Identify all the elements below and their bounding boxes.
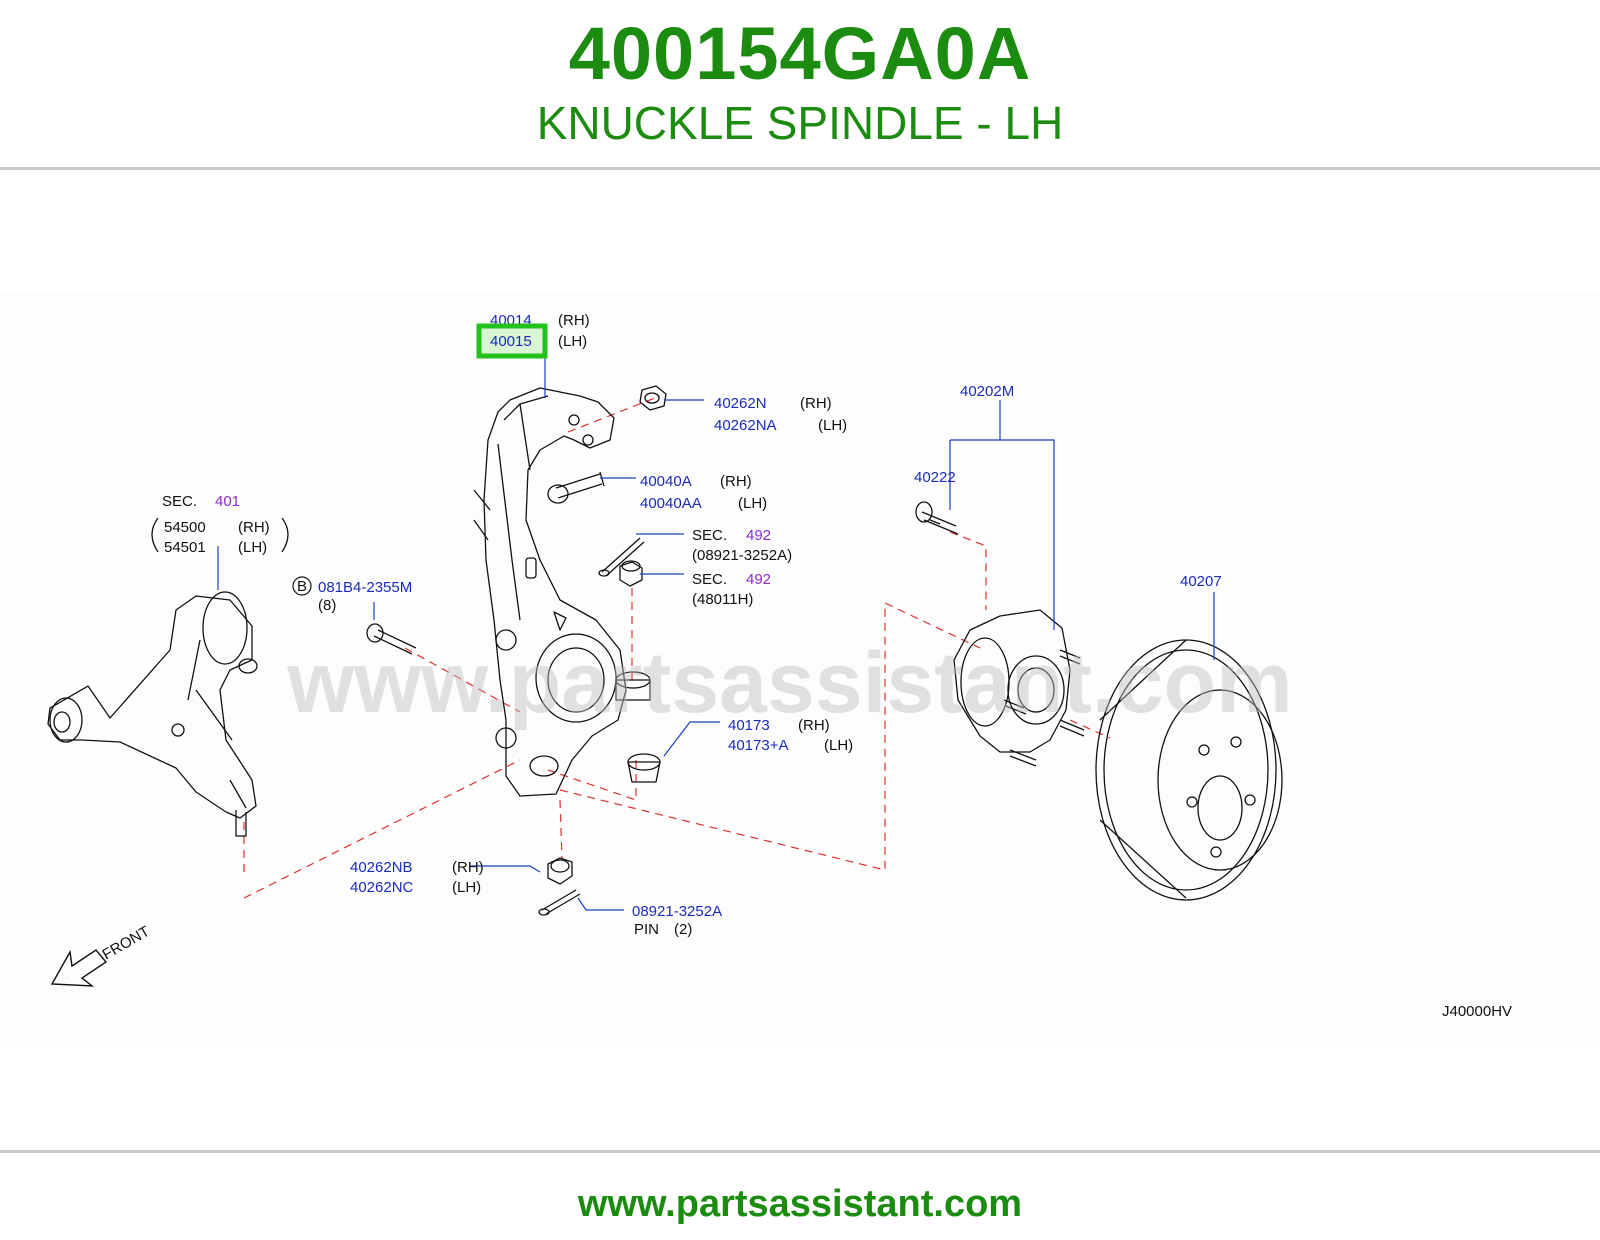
part-number-081b4-2355m: 081B4-2355M <box>318 579 412 596</box>
knuckle-boss[interactable] <box>615 671 651 701</box>
lower-control-arm[interactable] <box>47 591 258 837</box>
part-number-40040aa: 40040AA <box>640 495 702 512</box>
side-lh: (LH) <box>818 417 847 434</box>
exploded-diagram: 40014 (RH) 40015 (LH) 40262N (RH) 40262N… <box>47 312 1512 1020</box>
part-number-40202m: 40202M <box>960 383 1014 400</box>
left-paren <box>151 517 159 553</box>
part-number-40173: 40173 <box>728 717 770 734</box>
diagram-panel: 40014 (RH) 40015 (LH) 40262N (RH) 40262N… <box>0 292 1600 1042</box>
side-rh: (RH) <box>238 519 270 536</box>
part-number-40040a: 40040A <box>640 473 692 490</box>
part-number-40262nb: 40262NB <box>350 859 413 876</box>
header-divider <box>0 167 1600 170</box>
callout-hub[interactable]: 40202M <box>960 383 1014 400</box>
side-rh: (RH) <box>558 312 590 329</box>
callout-sec-492-nut[interactable]: SEC. 492 (48011H) <box>692 571 771 608</box>
castle-nut-upper[interactable] <box>619 560 643 587</box>
dust-cap[interactable] <box>627 753 661 783</box>
part-number-40015-highlighted: 40015 <box>490 333 532 350</box>
footer-divider <box>0 1150 1600 1153</box>
hub-bearing-assembly[interactable] <box>953 609 1085 767</box>
hub-stud[interactable] <box>915 501 959 535</box>
part-name-subtitle: KNUCKLE SPINDLE - LH <box>536 97 1064 149</box>
b-circle-icon <box>292 576 312 596</box>
sec-reference: (08921-3252A) <box>692 547 792 564</box>
sec-number: 401 <box>215 493 240 510</box>
side-lh: (LH) <box>238 539 267 556</box>
callout-cap[interactable]: 40173 (RH) 40173+A (LH) <box>728 717 853 754</box>
callout-bolt[interactable]: 40040A (RH) 40040AA (LH) <box>640 473 767 512</box>
side-rh: (RH) <box>800 395 832 412</box>
b-circle-letter: B <box>297 578 307 595</box>
side-rh: (RH) <box>452 859 484 876</box>
callout-arm-bolt[interactable]: B 081B4-2355M (8) <box>292 576 412 614</box>
side-lh: (LH) <box>824 737 853 754</box>
right-paren <box>281 517 289 553</box>
part-number-40173a: 40173+A <box>728 737 788 754</box>
upper-nut[interactable] <box>639 385 667 411</box>
sec-label: SEC. <box>692 527 727 544</box>
callout-pin[interactable]: 08921-3252A PIN (2) <box>632 903 722 938</box>
callout-sec-492-pin[interactable]: SEC. 492 (08921-3252A) <box>692 527 792 564</box>
highlight-box <box>476 323 548 359</box>
part-number-08921-3252a: 08921-3252A <box>632 903 722 920</box>
arm-bolt[interactable] <box>366 623 417 655</box>
side-lh: (LH) <box>452 879 481 896</box>
part-number-40207: 40207 <box>1180 573 1222 590</box>
footer-website-link[interactable]: www.partsassistant.com <box>577 1183 1023 1225</box>
pin-label: PIN <box>634 921 659 938</box>
side-rh: (RH) <box>798 717 830 734</box>
callout-rotor[interactable]: 40207 <box>1180 573 1222 590</box>
sec-label: SEC. <box>162 493 197 510</box>
side-lh: (LH) <box>558 333 587 350</box>
part-number-40262n: 40262N <box>714 395 767 412</box>
knuckle-bolt[interactable] <box>547 471 605 504</box>
part-number-40222: 40222 <box>914 469 956 486</box>
callout-stud[interactable]: 40222 <box>914 469 956 486</box>
callout-knuckle[interactable]: 40014 (RH) 40015 (LH) <box>476 312 590 359</box>
quantity: (8) <box>318 597 336 614</box>
part-number-title: 400154GA0A <box>568 12 1032 95</box>
steering-knuckle[interactable] <box>473 387 627 797</box>
brake-rotor[interactable] <box>1095 639 1283 901</box>
quantity: (2) <box>674 921 692 938</box>
sec-reference: (48011H) <box>692 591 753 608</box>
sec-number: 492 <box>746 571 771 588</box>
part-number-54500: 54500 <box>164 519 206 536</box>
cotter-pin-upper[interactable] <box>598 537 645 577</box>
lower-nut[interactable] <box>547 857 573 885</box>
part-number-54501: 54501 <box>164 539 206 556</box>
front-arrow-icon <box>50 949 108 987</box>
callout-lower-arm[interactable]: SEC. 401 54500 (RH) 54501 (LH) <box>151 493 289 556</box>
part-number-40262nc: 40262NC <box>350 879 414 896</box>
side-rh: (RH) <box>720 473 752 490</box>
sec-label: SEC. <box>692 571 727 588</box>
sec-number: 492 <box>746 527 771 544</box>
assembly-dash-lines <box>243 395 1111 899</box>
leader-lines <box>217 354 1215 911</box>
front-indicator: FRONT <box>50 923 153 987</box>
side-lh: (LH) <box>738 495 767 512</box>
front-label: FRONT <box>100 923 153 964</box>
callout-upper-nut[interactable]: 40262N (RH) 40262NA (LH) <box>714 395 847 434</box>
cotter-pin-lower[interactable] <box>538 889 581 916</box>
diagram-code: J40000HV <box>1442 1003 1512 1020</box>
watermark: www.partsassistant.com <box>286 635 1292 731</box>
part-number-40262na: 40262NA <box>714 417 777 434</box>
callout-lower-nut[interactable]: 40262NB (RH) 40262NC (LH) <box>350 859 484 896</box>
